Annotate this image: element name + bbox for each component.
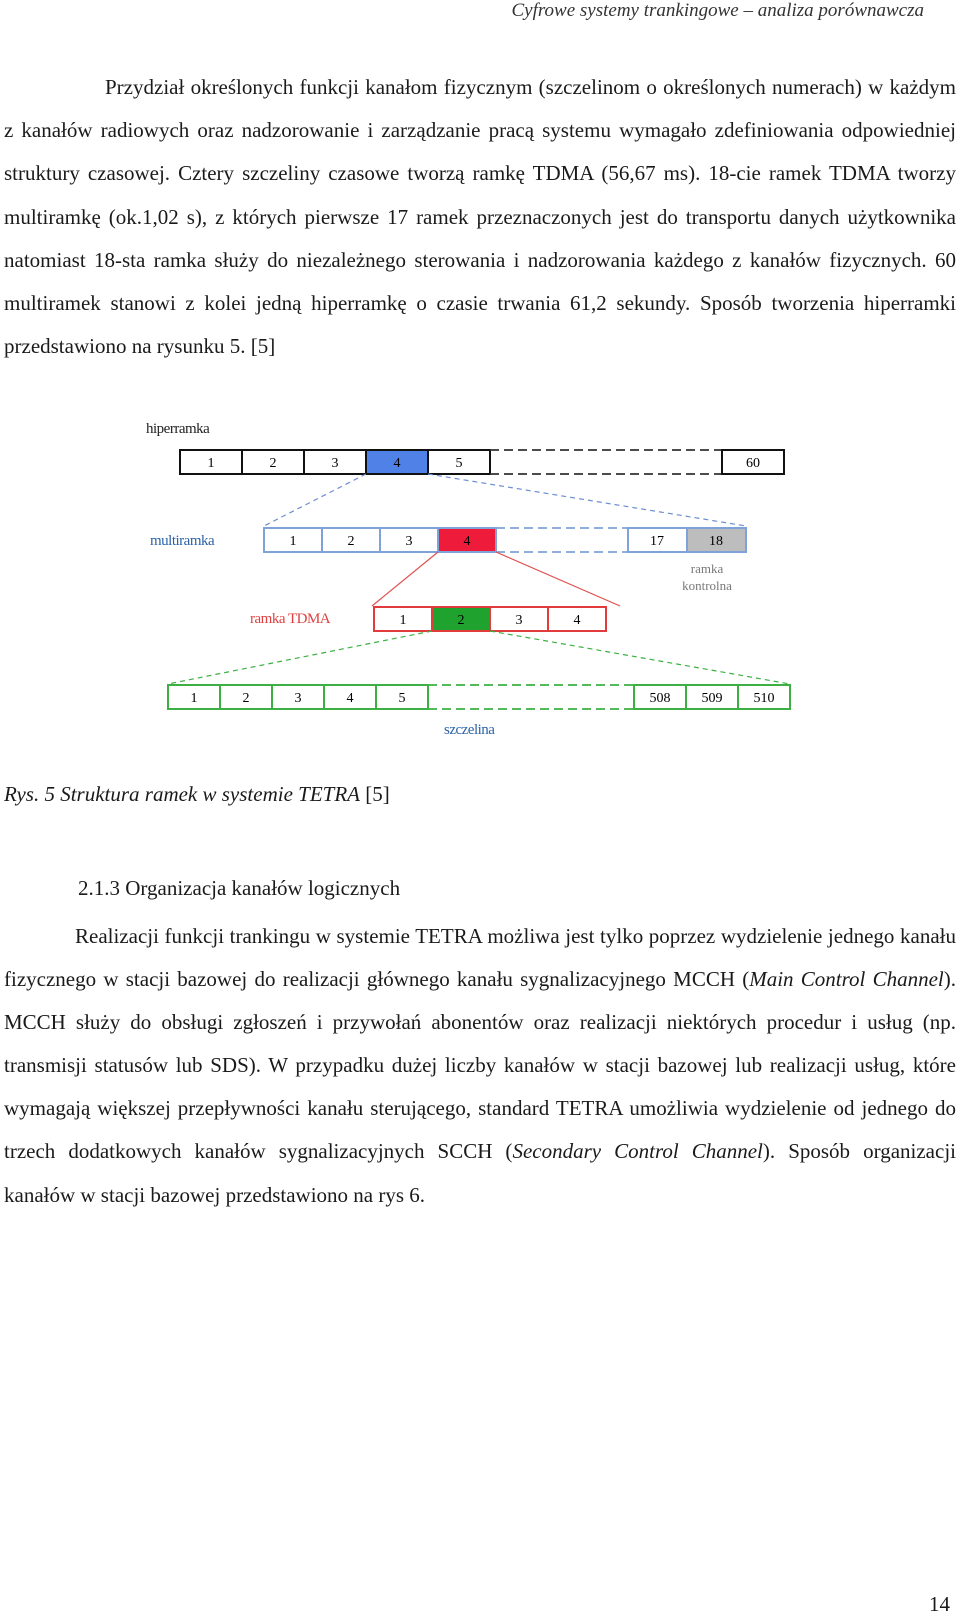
control-frame-label-1: ramka [691, 561, 724, 576]
figure-caption-ref: [5] [360, 782, 390, 806]
tdma-frame-label: ramka TDMA [250, 611, 331, 627]
paragraph2-part-1: Realizacji funkcji trankingu w systemie … [4, 924, 956, 992]
multiframe-cell-3: 3 [406, 534, 413, 549]
paragraph2-italic-mcch: Main Control Channel [749, 967, 944, 992]
multiframe-cell-17: 17 [650, 534, 664, 549]
tdma-cell-4: 4 [574, 613, 581, 628]
slot-cell-510: 510 [754, 691, 775, 706]
multiframe-cell-18: 18 [709, 534, 723, 549]
control-frame-label-2: kontrolna [682, 578, 732, 593]
multiframe-cell-4: 4 [464, 534, 471, 549]
hyperframe-cell-60: 60 [746, 456, 760, 471]
hyperframe-cell-5: 5 [456, 456, 463, 471]
multiframe-label: multiramka [150, 533, 215, 549]
tdma-cell-3: 3 [516, 613, 523, 628]
hyperframe-cell-3: 3 [332, 456, 339, 471]
slot-cell-4: 4 [347, 691, 354, 706]
page-number: 14 [929, 1592, 950, 1616]
slot-cell-1: 1 [191, 691, 198, 706]
slot-label: szczelina [444, 722, 495, 738]
paragraph2-part-2: ). MCCH służy do obsługi zgłoszeń i przy… [4, 967, 956, 1164]
multiframe-cell-1: 1 [290, 534, 297, 549]
figure-caption: Rys. 5 Struktura ramek w systemie TETRA … [4, 782, 390, 807]
slot-cell-508: 508 [650, 691, 671, 706]
section-heading: 2.1.3 Organizacja kanałów logicznych [78, 876, 401, 900]
figure-caption-text: Rys. 5 Struktura ramek w systemie TETRA [4, 782, 360, 806]
control-frame-cell [686, 527, 747, 553]
slot-cell-509: 509 [702, 691, 723, 706]
hyperframe-row: 1 2 3 4 5 60 [179, 449, 785, 475]
slot-cell-3: 3 [295, 691, 302, 706]
tdma-cell-2: 2 [458, 613, 465, 628]
tetra-frame-structure-diagram: hiperramka 1 2 3 4 5 60 multiramka 1 2 3… [146, 421, 791, 738]
running-header: Cyfrowe systemy trankingowe – analiza po… [511, 0, 924, 21]
multiframe-row: 1 2 3 4 17 18 [263, 527, 747, 553]
multiframe-highlight-cell [437, 527, 497, 553]
slot-cell-2: 2 [243, 691, 250, 706]
hyperframe-label: hiperramka [146, 421, 210, 437]
slot-row: 1 2 3 4 5 508 509 510 [167, 684, 791, 710]
hyperframe-cell-2: 2 [270, 456, 277, 471]
multiframe-cell-2: 2 [348, 534, 355, 549]
tdma-frame-row: 1 2 3 4 [373, 606, 607, 632]
paragraph2-italic-scch: Secondary Control Channel [512, 1139, 763, 1164]
paragraph2-part-3: ). Sposób organizacji kanałów w stacji b… [4, 1139, 956, 1207]
paragraph-logical-channels: Realizacji funkcji trankingu w systemie … [4, 915, 956, 1217]
hyperframe-cell-4: 4 [394, 456, 401, 471]
hyperframe-cell-1: 1 [208, 456, 215, 471]
slot-cell-5: 5 [399, 691, 406, 706]
paragraph-frame-structure: Przydział określonych funkcji kanałom fi… [4, 75, 956, 359]
tdma-cell-1: 1 [400, 613, 407, 628]
